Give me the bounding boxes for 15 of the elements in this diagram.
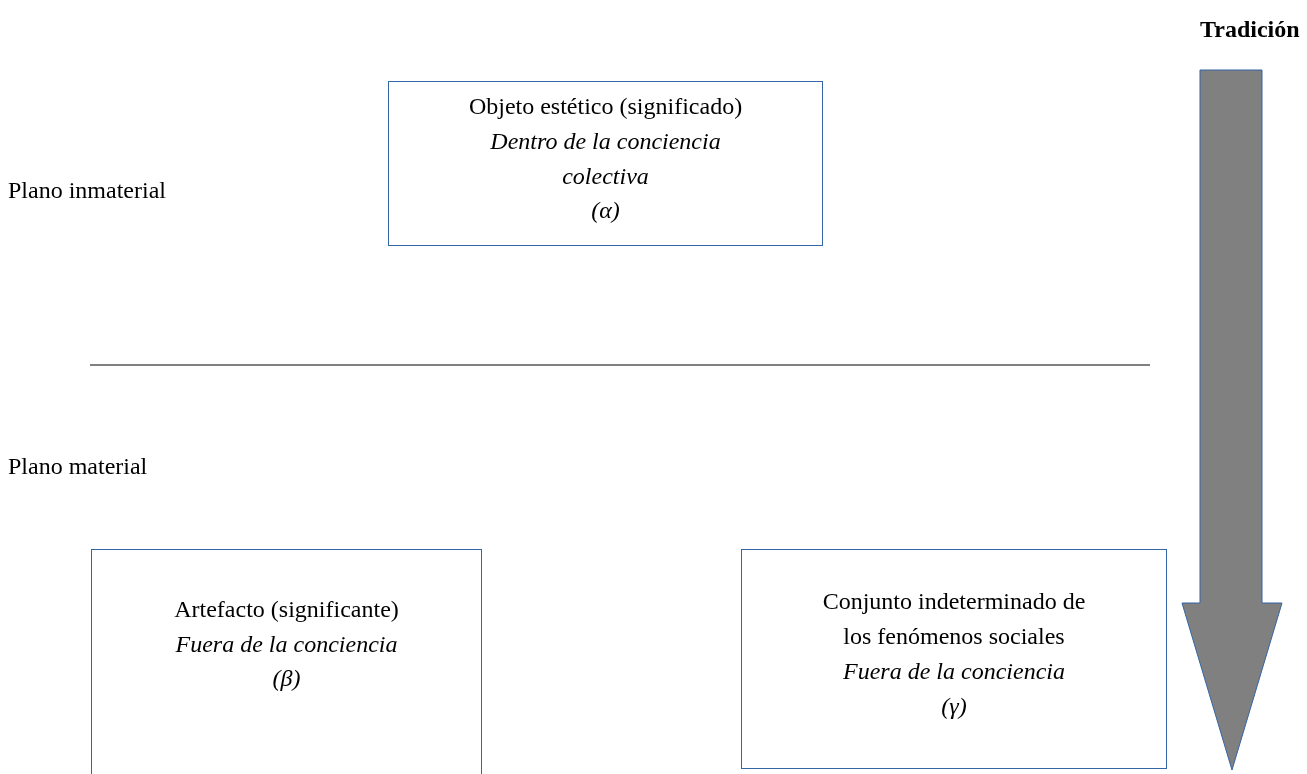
- box-symbol: (α): [591, 196, 620, 226]
- concept-box: [388, 81, 823, 246]
- box-symbol: (γ): [941, 691, 967, 721]
- concept-box: [741, 549, 1167, 769]
- plane-label: Plano inmaterial: [8, 177, 166, 204]
- box-heading: Artefacto (significante): [174, 594, 399, 624]
- box-heading: Conjunto indeterminado de los fenómenos sociales: [821, 587, 1087, 652]
- arrow-caption: Tradición: [1200, 16, 1300, 43]
- box-note: Fuera de la conciencia: [843, 657, 1065, 686]
- concept-box: [91, 549, 482, 774]
- plane-label: Plano material: [8, 453, 148, 480]
- box-note: Dentro de la conciencia colectiva: [489, 126, 722, 191]
- box-note: Fuera de la conciencia: [175, 629, 398, 659]
- box-heading: Objeto estético (significado): [468, 91, 743, 121]
- box-symbol: (β): [272, 664, 301, 694]
